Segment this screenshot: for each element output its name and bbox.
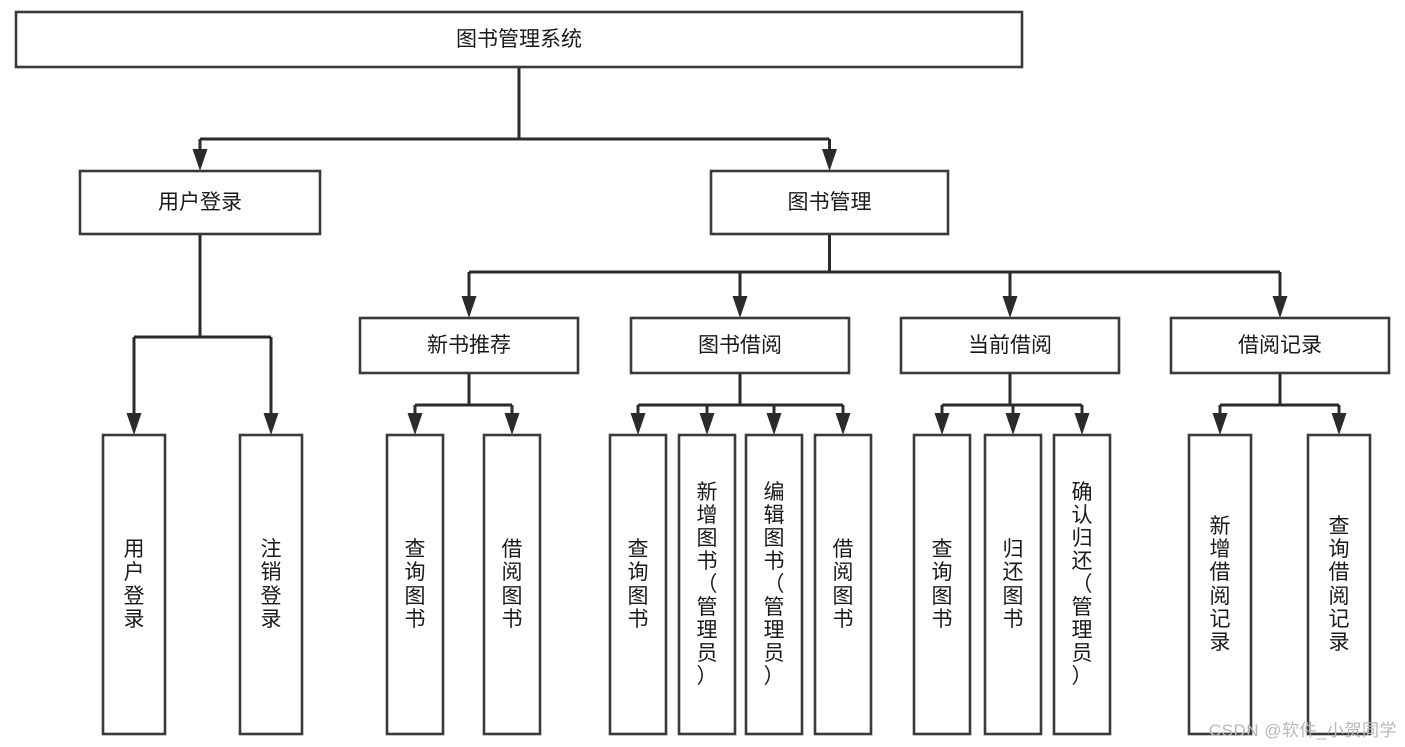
node-box-leaf-add-book	[677, 433, 737, 736]
csdn-watermark: CSDN @软件_小贺同学	[1208, 721, 1397, 740]
arrow-head-icon	[1005, 413, 1021, 435]
connector-current-to-leaves	[934, 373, 1090, 435]
arrow-head-icon	[699, 413, 715, 435]
node-label-book-borrow: 图书借阅	[698, 334, 782, 357]
arrow-head-icon	[126, 413, 142, 435]
arrow-head-icon	[934, 413, 950, 435]
node-label-user-login: 用户登录	[158, 191, 242, 214]
node-box-book-borrow	[629, 316, 851, 375]
node-box-leaf-logout	[238, 433, 304, 736]
node-box-leaf-user-login	[101, 433, 167, 736]
connector-borrow-to-leaves	[630, 373, 851, 435]
node-label-book-manage: 图书管理	[788, 191, 872, 214]
arrow-head-icon	[1272, 296, 1288, 318]
arrow-head-icon	[835, 413, 851, 435]
node-box-leaf-query-book-3	[912, 433, 972, 736]
connector-user-login-to-leaves	[126, 234, 279, 435]
node-box-current-borrow	[899, 316, 1121, 375]
node-box-new-book-recommend	[358, 316, 580, 375]
node-box-leaf-query-book-2	[608, 433, 668, 736]
node-box-leaf-borrow-book-1	[482, 433, 542, 736]
arrow-head-icon	[822, 149, 837, 171]
arrow-head-icon	[1002, 296, 1018, 318]
arrow-head-icon	[192, 149, 208, 171]
node-box-leaf-add-record	[1187, 433, 1253, 736]
node-box-borrow-record	[1169, 316, 1391, 375]
connector-record-to-leaves	[1212, 373, 1347, 435]
arrow-head-icon	[504, 413, 520, 435]
arrow-head-icon	[732, 296, 748, 318]
arrow-head-icon	[1074, 413, 1090, 435]
node-box-leaf-return-book	[983, 433, 1043, 736]
node-label-root: 图书管理系统	[456, 28, 582, 51]
node-box-leaf-query-book-1	[385, 433, 445, 736]
arrow-head-icon	[407, 413, 423, 435]
arrow-head-icon	[263, 413, 279, 435]
node-box-leaf-confirm-return	[1052, 433, 1112, 736]
node-box-book-manage	[709, 169, 950, 236]
node-box-leaf-borrow-book-2	[813, 433, 873, 736]
node-box-root	[14, 10, 1024, 69]
node-box-user-login	[78, 169, 322, 236]
connector-book-manage-to-level3	[461, 234, 1288, 318]
arrow-head-icon	[461, 296, 477, 318]
node-label-borrow-record: 借阅记录	[1238, 334, 1322, 357]
node-box-leaf-query-record	[1306, 433, 1372, 736]
node-box-leaf-edit-book	[744, 433, 804, 736]
arrow-head-icon	[1212, 413, 1228, 435]
connector-recommend-to-leaves	[407, 373, 520, 435]
arrow-head-icon	[630, 413, 646, 435]
connector-edges-layer	[126, 67, 1347, 435]
arrow-head-icon	[766, 413, 782, 435]
connector-root-to-level2	[192, 67, 837, 171]
node-label-current-borrow: 当前借阅	[968, 334, 1052, 357]
arrow-head-icon	[1331, 413, 1347, 435]
node-label-new-book-recommend: 新书推荐	[427, 334, 511, 357]
